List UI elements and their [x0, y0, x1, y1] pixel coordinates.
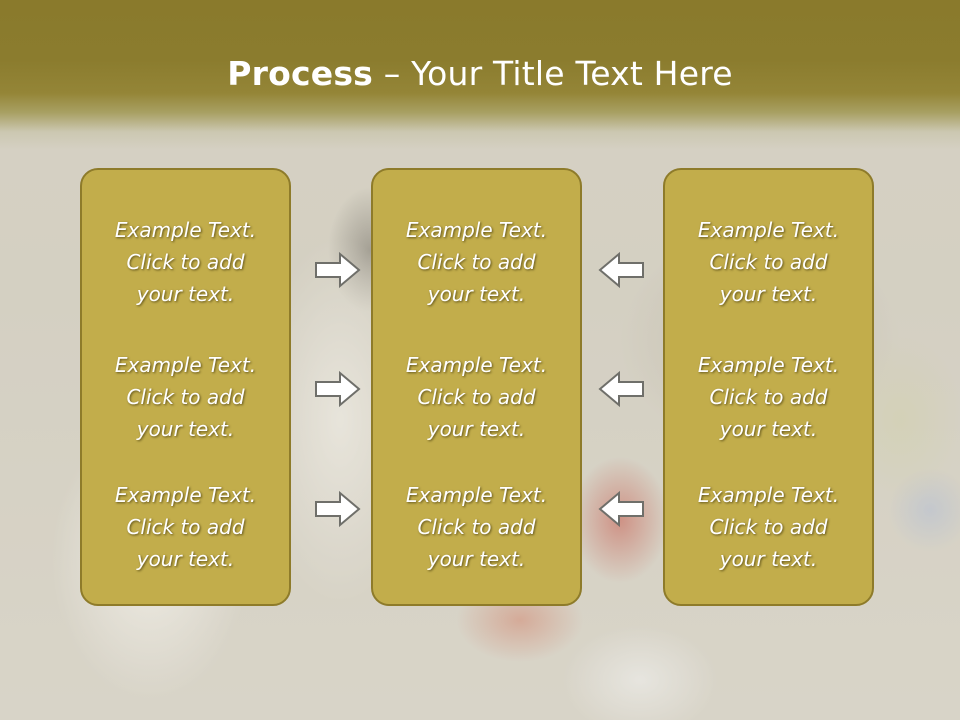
- text-line: Example Text.: [697, 218, 840, 242]
- text-line: Example Text.: [697, 483, 840, 507]
- process-box-center[interactable]: Example Text. Click to add your text. Ex…: [371, 168, 582, 606]
- text-line: Example Text.: [405, 353, 548, 377]
- text-line: Click to add: [417, 515, 536, 539]
- text-line: Click to add: [126, 385, 245, 409]
- box-text-block[interactable]: Example Text. Click to add your text.: [82, 214, 289, 310]
- text-line: your text.: [719, 417, 818, 441]
- text-line: Click to add: [417, 385, 536, 409]
- text-line: your text.: [427, 282, 526, 306]
- right-arrow-icon: [315, 370, 361, 408]
- text-line: Example Text.: [405, 483, 548, 507]
- process-box-right[interactable]: Example Text. Click to add your text. Ex…: [663, 168, 874, 606]
- text-line: your text.: [719, 282, 818, 306]
- box-text-block[interactable]: Example Text. Click to add your text.: [373, 349, 580, 445]
- title-bold: Process: [227, 54, 374, 93]
- box-text-block[interactable]: Example Text. Click to add your text.: [373, 214, 580, 310]
- text-line: Click to add: [709, 250, 828, 274]
- text-line: your text.: [136, 282, 235, 306]
- title-rest: – Your Title Text Here: [373, 54, 733, 93]
- text-line: Click to add: [709, 385, 828, 409]
- left-arrow-icon: [598, 490, 644, 528]
- right-arrow-icon: [315, 251, 361, 289]
- text-line: Example Text.: [697, 353, 840, 377]
- box-text-block[interactable]: Example Text. Click to add your text.: [82, 479, 289, 575]
- text-line: Example Text.: [405, 218, 548, 242]
- right-arrow-icon: [315, 490, 361, 528]
- text-line: Click to add: [126, 515, 245, 539]
- text-line: your text.: [427, 547, 526, 571]
- process-box-left[interactable]: Example Text. Click to add your text. Ex…: [80, 168, 291, 606]
- box-text-block[interactable]: Example Text. Click to add your text.: [665, 349, 872, 445]
- box-text-block[interactable]: Example Text. Click to add your text.: [665, 479, 872, 575]
- box-text-block[interactable]: Example Text. Click to add your text.: [373, 479, 580, 575]
- box-text-block[interactable]: Example Text. Click to add your text.: [82, 349, 289, 445]
- text-line: Example Text.: [114, 218, 257, 242]
- left-arrow-icon: [598, 251, 644, 289]
- title-band: [0, 0, 960, 150]
- text-line: Click to add: [126, 250, 245, 274]
- slide-title[interactable]: Process – Your Title Text Here: [0, 52, 960, 96]
- text-line: Example Text.: [114, 483, 257, 507]
- text-line: your text.: [719, 547, 818, 571]
- text-line: your text.: [136, 417, 235, 441]
- text-line: Example Text.: [114, 353, 257, 377]
- text-line: Click to add: [709, 515, 828, 539]
- text-line: your text.: [427, 417, 526, 441]
- box-text-block[interactable]: Example Text. Click to add your text.: [665, 214, 872, 310]
- text-line: Click to add: [417, 250, 536, 274]
- left-arrow-icon: [598, 370, 644, 408]
- text-line: your text.: [136, 547, 235, 571]
